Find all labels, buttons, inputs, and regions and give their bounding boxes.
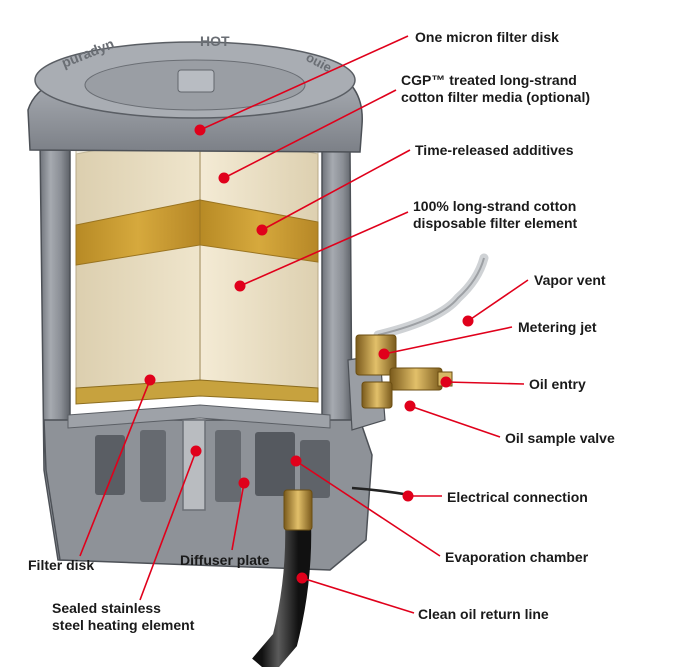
label-metering-jet: Metering jet bbox=[518, 319, 597, 335]
label-oil-sample-valve: Oil sample valve bbox=[505, 430, 615, 446]
callout-line-oil-entry bbox=[445, 381, 525, 385]
callout-dot-cgp-media bbox=[218, 172, 230, 184]
cotton-right-face bbox=[199, 127, 319, 401]
return-hose bbox=[252, 519, 312, 667]
callout-dot-filter-disk bbox=[144, 374, 156, 386]
callout-line-evaporation-chamber bbox=[295, 460, 441, 557]
callout-line-clean-oil-return-line bbox=[301, 577, 415, 614]
label-oil-entry: Oil entry bbox=[529, 376, 586, 392]
callout-line-metering-jet bbox=[383, 326, 513, 355]
metering-jet-block bbox=[355, 334, 397, 376]
label-time-released-additives: Time-released additives bbox=[415, 142, 574, 158]
label-one-micron-filter-disk: One micron filter disk bbox=[415, 29, 559, 45]
callout-dot-vapor-vent bbox=[462, 315, 474, 327]
base-cavities bbox=[95, 430, 330, 502]
callout-line-oil-sample-valve bbox=[409, 405, 501, 438]
callout-dot-electrical-connection bbox=[402, 490, 414, 502]
callout-lines bbox=[79, 35, 529, 614]
callout-dot-time-released-additives bbox=[256, 224, 268, 236]
label-evaporation-chamber: Evaporation chamber bbox=[445, 549, 589, 565]
callout-line-heating-element bbox=[139, 450, 197, 601]
callout-line-cotton-element bbox=[239, 211, 409, 287]
label-vapor-vent: Vapor vent bbox=[534, 272, 606, 288]
cap-center-knob bbox=[177, 69, 215, 93]
callout-line-cgp-media bbox=[223, 89, 397, 179]
label-diffuser-plate: Diffuser plate bbox=[180, 552, 270, 568]
oil-sample-valve-body bbox=[361, 381, 393, 409]
callout-dot-one-micron-filter-disk bbox=[194, 124, 206, 136]
filter-element bbox=[75, 121, 319, 405]
label-clean-oil-return-line: Clean oil return line bbox=[418, 606, 549, 622]
callout-line-filter-disk bbox=[79, 379, 151, 557]
callout-line-time-released-additives bbox=[261, 149, 411, 231]
callout-dot-diffuser-plate bbox=[238, 477, 250, 489]
label-cotton-element: 100% long-strand cotton disposable filte… bbox=[413, 198, 578, 231]
callout-dot-cotton-element bbox=[234, 280, 246, 292]
callout-dot-clean-oil-return-line bbox=[296, 572, 308, 584]
callout-line-diffuser-plate bbox=[231, 482, 245, 551]
label-electrical-connection: Electrical connection bbox=[447, 489, 588, 505]
callout-line-one-micron-filter-disk bbox=[199, 35, 409, 131]
callout-dot-evaporation-chamber bbox=[290, 455, 302, 467]
cap-hot-text: HOT bbox=[200, 33, 230, 49]
callout-dot-heating-element bbox=[190, 445, 202, 457]
label-cgp-media: CGP™ treated long-strand cotton filter m… bbox=[401, 72, 590, 105]
callout-dot-oil-sample-valve bbox=[404, 400, 416, 412]
callout-dot-metering-jet bbox=[378, 348, 390, 360]
hose-fitting bbox=[283, 489, 313, 531]
heating-element-rod bbox=[182, 419, 206, 511]
callout-line-vapor-vent bbox=[467, 279, 529, 322]
oil-entry-nozzle bbox=[389, 367, 443, 391]
label-filter-disk: Filter disk bbox=[28, 557, 95, 573]
callout-dot-oil-entry bbox=[440, 376, 452, 388]
cotton-left-face bbox=[75, 127, 201, 401]
filter-disk-band bbox=[75, 379, 319, 405]
filter-cap: puradyn HOT ouie bbox=[27, 33, 363, 153]
label-heating-element: Sealed stainless steel heating element bbox=[52, 600, 195, 633]
